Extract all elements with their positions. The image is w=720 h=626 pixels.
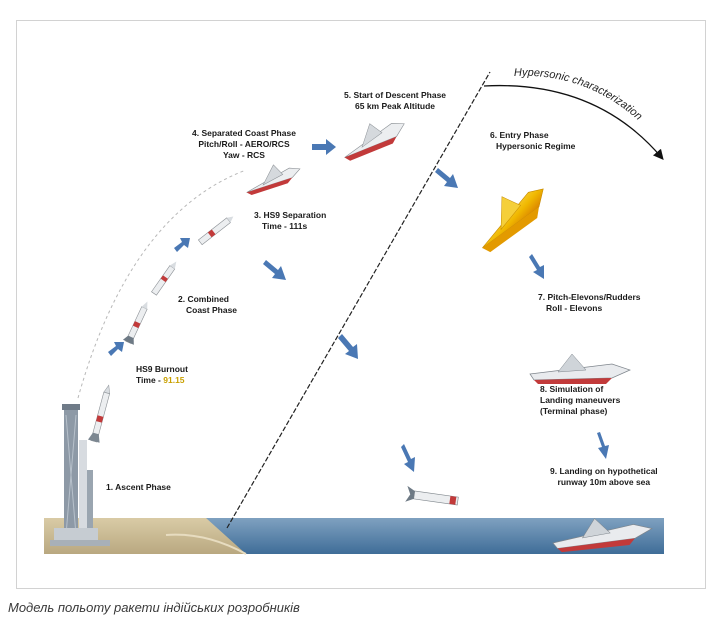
label-landing-sim-l1: 8. Simulation of [540, 384, 604, 394]
label-landing-sim-l2: Landing maneuvers [540, 395, 621, 405]
label-descent-l1: 5. Start of Descent Phase [344, 90, 447, 100]
label-combined-l2: Coast Phase [186, 305, 238, 315]
hypersonic-label: Hypersonic characterization [514, 67, 645, 123]
label-pitch-l1: 7. Pitch-Elevons/Rudders [538, 292, 641, 302]
label-burnout: HS9 Burnout Time - 91.15 [136, 364, 188, 386]
label-entry: 6. Entry Phase Hypersonic Regime [490, 130, 575, 152]
arrow-pitch [529, 254, 544, 279]
hypersonic-label-text: Hypersonic characterization [514, 67, 645, 123]
label-pitch: 7. Pitch-Elevons/Rudders Roll - Elevons [538, 292, 641, 314]
vehicle-entry [482, 188, 544, 253]
label-landing-l1: 9. Landing on hypothetical [550, 466, 658, 476]
launch-tower [50, 404, 110, 546]
vehicle-coast [246, 164, 301, 196]
label-sep-coast-l2: Pitch/Roll - AERO/RCS [198, 139, 290, 149]
label-separation: 3. HS9 Separation Time - 111s [254, 210, 326, 232]
label-burnout-l2: Time - 91.15 [136, 375, 188, 386]
label-entry-l2: Hypersonic Regime [496, 141, 576, 151]
rocket-burnout [122, 301, 148, 345]
label-landing-sim: 8. Simulation of Landing maneuvers (Term… [540, 384, 620, 417]
label-separation-l2: Time - 111s [262, 221, 308, 231]
label-sep-coast: 4. Separated Coast Phase Pitch/Roll - AE… [192, 128, 296, 161]
rocket-ascent [87, 384, 110, 443]
rocket-coast [151, 261, 177, 296]
label-separation-l1: 3. HS9 Separation [254, 210, 327, 220]
arrow-booster [401, 444, 415, 472]
label-ascent-text: 1. Ascent Phase [106, 482, 171, 492]
arrow-terminal [597, 432, 609, 459]
vehicle-terminal [529, 353, 631, 384]
label-landing: 9. Landing on hypothetical runway 10m ab… [550, 466, 658, 488]
hypersonic-arc [483, 84, 664, 160]
label-combined-l1: 2. Combined [178, 294, 230, 304]
arrow-right [312, 139, 336, 155]
diagram-frame [16, 20, 706, 589]
separation-line [226, 71, 491, 529]
label-descent: 5. Start of Descent Phase 65 km Peak Alt… [344, 90, 446, 112]
direction-arrows [108, 139, 609, 472]
label-sep-coast-l1: 4. Separated Coast Phase [192, 128, 296, 138]
arrow-entry [435, 168, 458, 188]
label-combined: 2. Combined Coast Phase [178, 294, 237, 316]
label-landing-l2: runway 10m above sea [557, 477, 651, 487]
ascent-trajectory [77, 169, 247, 399]
booster-falling [405, 485, 459, 506]
label-landing-sim-l3: (Terminal phase) [540, 406, 608, 416]
rocket-separation [197, 216, 234, 246]
label-burnout-prefix: Time - [136, 375, 164, 385]
label-entry-l1: 6. Entry Phase [490, 130, 549, 140]
label-burnout-l1: HS9 Burnout [136, 364, 188, 374]
flight-diagram: Hypersonic characterization [44, 67, 664, 555]
label-ascent: 1. Ascent Phase [106, 482, 171, 493]
arrow-up-2 [174, 238, 190, 252]
arrow-down-sep [263, 260, 286, 280]
arrow-down-mid [338, 334, 358, 359]
vehicle-descent [344, 123, 405, 161]
vehicle-landing [552, 518, 653, 553]
label-sep-coast-l3: Yaw - RCS [222, 150, 265, 160]
label-pitch-l2: Roll - Elevons [546, 303, 603, 313]
figure-caption: Модель польоту ракети індійських розробн… [8, 600, 300, 615]
label-descent-l2: 65 km Peak Altitude [355, 101, 436, 111]
arrow-up-1 [108, 342, 124, 356]
label-burnout-time: 91.15 [163, 375, 185, 385]
